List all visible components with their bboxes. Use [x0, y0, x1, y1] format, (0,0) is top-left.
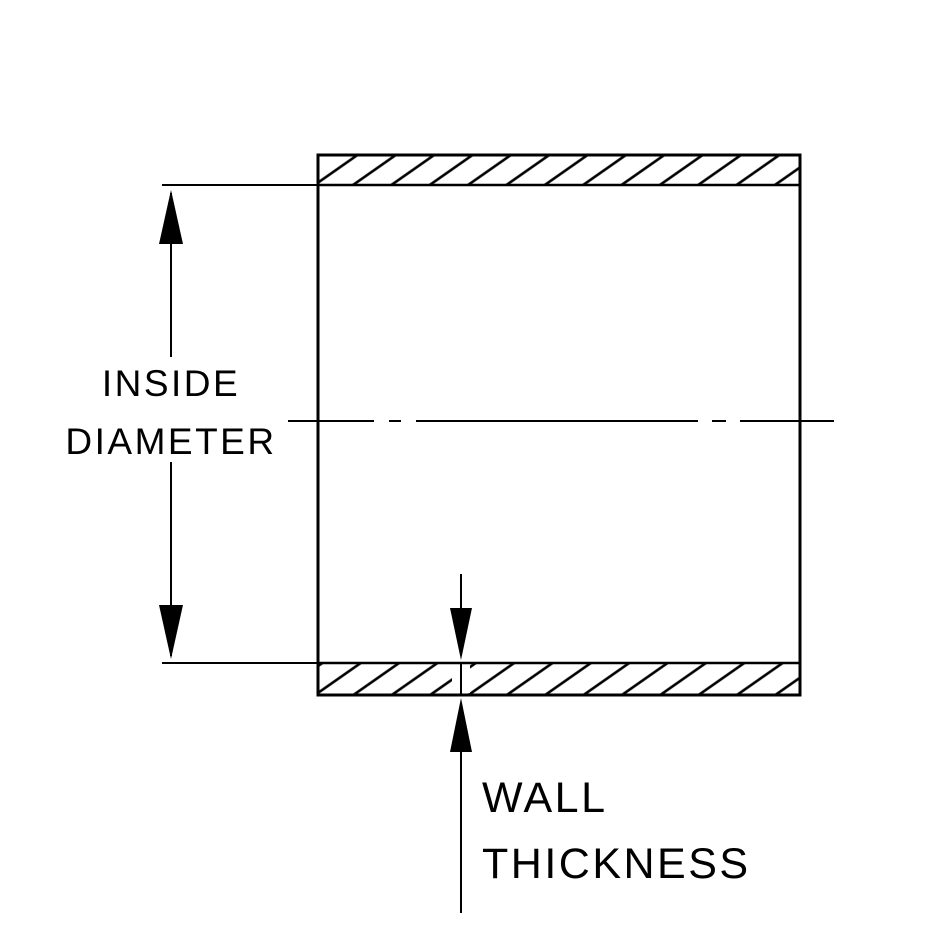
inside-diameter-dimension: INSIDE DIAMETER: [65, 184, 318, 664]
wall-thickness-dimension: WALL THICKNESS: [450, 574, 751, 913]
inside-diameter-label-line1: INSIDE: [102, 363, 240, 404]
wall-thickness-label-line1: WALL: [482, 774, 608, 822]
bottom-wall-hatching: [318, 663, 800, 695]
arrowhead-up-icon: [450, 698, 472, 752]
arrowhead-up-icon: [159, 190, 183, 244]
inside-diameter-label-line2: DIAMETER: [65, 421, 276, 462]
tube-outline: [316, 153, 802, 697]
top-wall-hatching: [318, 155, 800, 185]
wall-thickness-label-line2: THICKNESS: [482, 840, 751, 888]
arrowhead-down-icon: [450, 608, 472, 660]
tube-cross-section: [316, 153, 802, 697]
arrowhead-down-icon: [159, 605, 183, 659]
